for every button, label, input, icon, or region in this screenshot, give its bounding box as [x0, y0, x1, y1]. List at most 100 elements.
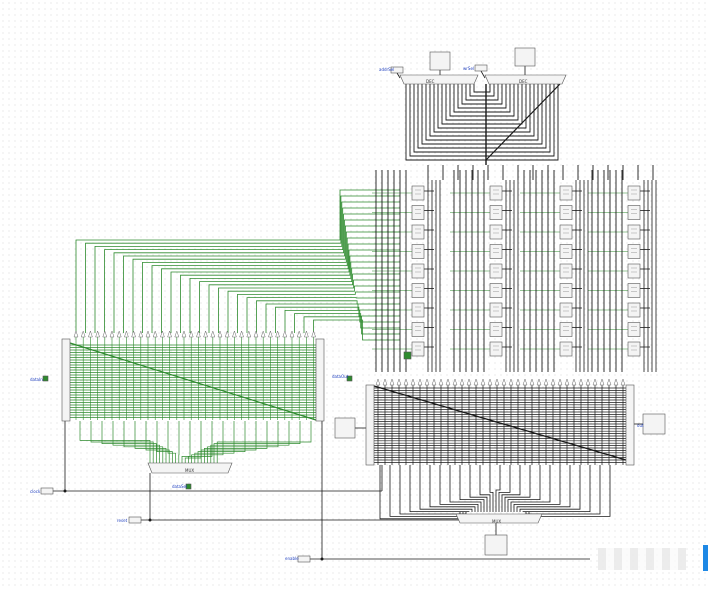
black-bus-wires — [53, 66, 657, 560]
black-fan-wire — [486, 84, 531, 133]
black-fan-wire — [409, 84, 486, 157]
wire — [480, 70, 486, 79]
pin-arrow — [116, 330, 122, 338]
black-mux-wire — [522, 465, 591, 513]
black-fan-wire — [449, 84, 486, 117]
black-fan-wire — [469, 84, 486, 97]
register-cell — [559, 302, 573, 318]
pin-arrow — [124, 330, 129, 338]
green-fan-wire — [246, 297, 400, 333]
black-fan-wire — [486, 84, 555, 157]
green-fan-wire — [208, 273, 400, 333]
junction-dot — [63, 489, 67, 493]
green-mux-wire — [204, 421, 268, 463]
pin-arrow — [459, 378, 465, 386]
register-cell — [627, 283, 641, 298]
left-out-pin — [346, 375, 353, 382]
left-mux — [147, 462, 233, 474]
black-mux-wire — [519, 465, 581, 512]
bank-green-pin — [403, 351, 412, 360]
pin-arrow — [160, 330, 165, 338]
pin-arrow — [80, 330, 86, 338]
green-mux-wire — [207, 421, 279, 463]
black-diagonal-wire — [373, 385, 627, 461]
register-cell — [411, 185, 425, 201]
register-cell — [627, 185, 641, 201]
black-fan-wire — [445, 84, 486, 121]
output-ram — [642, 413, 666, 435]
pin-arrow — [275, 330, 280, 338]
right-ram — [334, 417, 356, 439]
green-fan-wire — [85, 195, 400, 333]
pin-arrow — [167, 330, 172, 338]
black-mux-wire — [501, 465, 521, 512]
black-mux-wire — [449, 465, 482, 512]
top-right-decoder — [484, 74, 567, 85]
register-cell — [559, 244, 573, 259]
pin-arrow — [466, 378, 472, 386]
green-fan-wire — [218, 279, 400, 333]
pin-arrow — [145, 330, 151, 338]
green-fan-wire — [142, 231, 400, 333]
black-mux-wire — [489, 465, 494, 512]
register-cell — [489, 283, 503, 298]
black-fan-wire — [486, 84, 539, 141]
pin-arrow — [501, 378, 507, 386]
register-cell — [559, 224, 573, 240]
register-cell — [627, 224, 641, 240]
bottom-left-pin — [185, 483, 192, 490]
black-fan-wire — [486, 84, 535, 137]
register-cell — [627, 322, 641, 337]
pin-arrow — [445, 378, 451, 386]
green-fan-wire — [132, 225, 400, 333]
green-fan-wire — [227, 285, 400, 333]
pin-arrow — [152, 330, 158, 338]
bottom-ram — [484, 534, 508, 556]
pin-arrow — [246, 330, 252, 338]
black-fan-wire — [486, 84, 511, 113]
pin-arrow — [311, 330, 316, 338]
black-fan-wire — [441, 84, 486, 125]
black-mux-wire — [439, 465, 479, 512]
green-fan-wire — [237, 291, 400, 333]
black-diagonal-wire — [485, 83, 561, 161]
black-fan-wire — [486, 84, 495, 97]
green-mux-wire — [101, 421, 157, 463]
black-mux-wire — [516, 465, 571, 512]
pin-arrow — [438, 378, 444, 386]
top-right-ram — [514, 47, 536, 67]
black-fan-wire — [486, 84, 515, 117]
black-fan-wire — [429, 84, 486, 137]
black-fan-wire — [453, 84, 486, 113]
pin-arrow — [599, 378, 605, 386]
black-fan-wire — [465, 84, 486, 101]
wire — [396, 72, 401, 79]
register-cell — [489, 263, 503, 279]
black-mux-wire — [513, 465, 561, 512]
green-mux-wire — [90, 421, 154, 463]
left-out-pin-label: dataOut — [332, 374, 349, 379]
pin-arrow — [620, 378, 626, 386]
junction-dot — [148, 518, 152, 522]
register-cell — [559, 185, 573, 201]
green-fan-wire — [303, 316, 400, 335]
pin-arrow — [403, 378, 409, 386]
pin-arrow — [375, 378, 381, 386]
register-cell — [627, 263, 641, 279]
left-splitter-left — [61, 338, 71, 422]
pin-arrow — [282, 330, 288, 338]
black-fan-wire — [486, 84, 507, 109]
register-cell — [489, 302, 503, 318]
black-fan-wire — [461, 84, 486, 105]
pin-arrow — [578, 378, 584, 386]
top-left-decoder-label: DEC — [426, 79, 435, 84]
enable-input — [297, 555, 311, 563]
black-fan-wire — [413, 84, 486, 153]
pin-arrow — [389, 378, 395, 386]
pin-arrow — [174, 330, 180, 338]
register-cell — [627, 244, 641, 259]
pin-arrow — [592, 378, 598, 386]
top-left-ram — [429, 51, 451, 71]
green-mux-wire — [184, 421, 202, 463]
